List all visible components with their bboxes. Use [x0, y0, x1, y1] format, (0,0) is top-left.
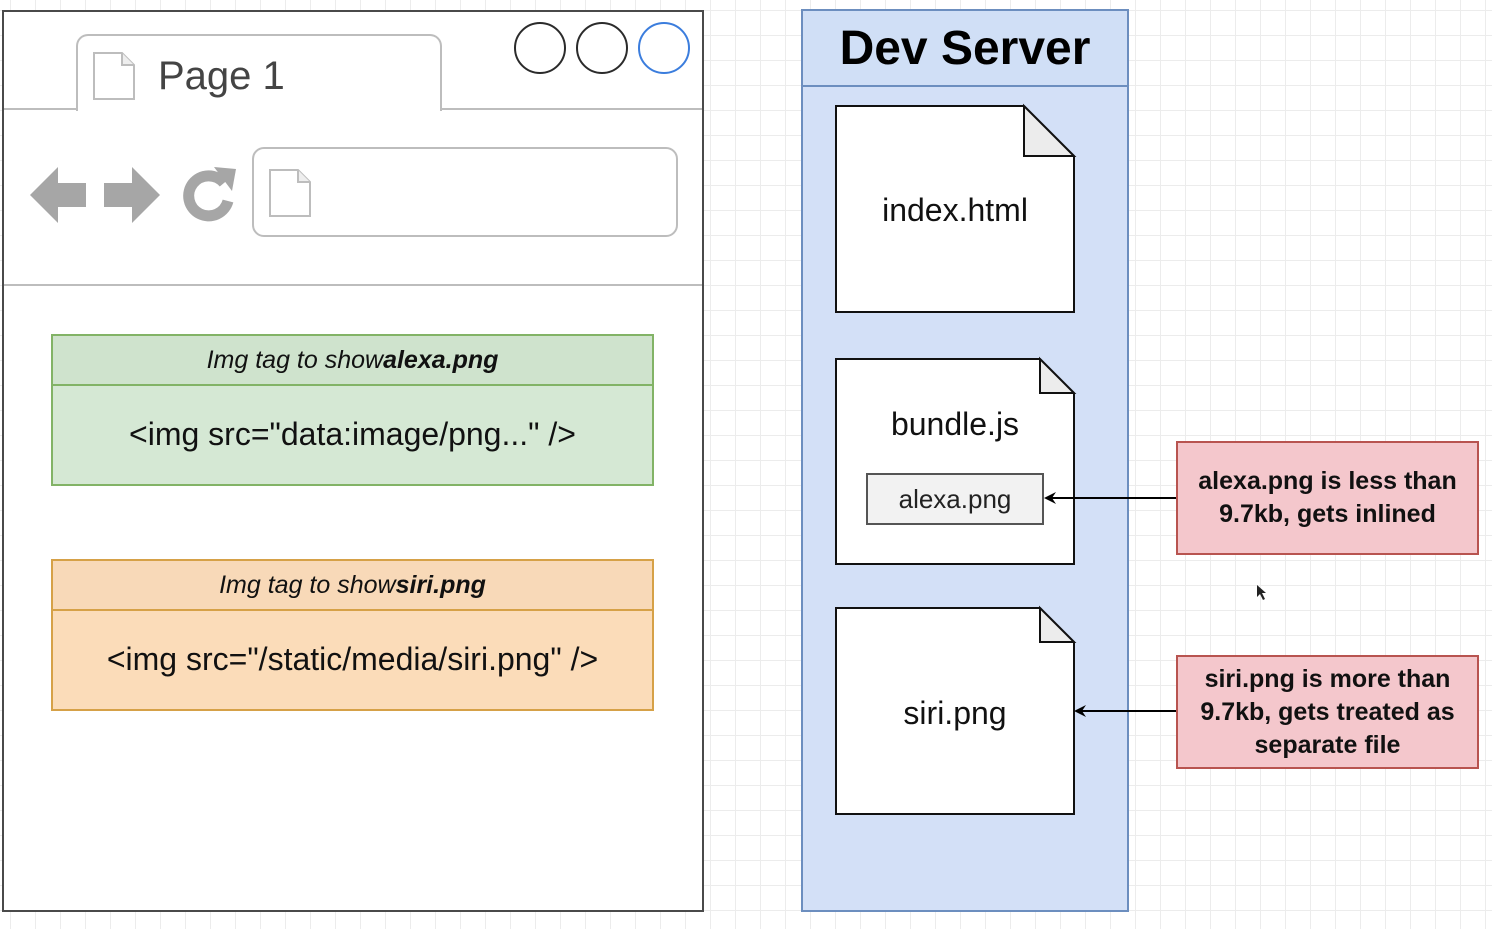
dev-server-title: Dev Server: [801, 9, 1129, 87]
browser-tab: [76, 34, 442, 111]
img-block-title-prefix: Img tag to show: [219, 570, 396, 599]
tab-baseline: [4, 108, 78, 110]
back-arrow-icon: [30, 167, 86, 223]
window-control-circle: [638, 22, 690, 74]
page-icon: [93, 52, 135, 100]
toolbar-divider: [4, 284, 702, 286]
file-label-bundle: bundle.js: [890, 406, 1020, 442]
tab-label: Page 1: [158, 54, 285, 98]
file-label-index: index.html: [882, 192, 1028, 228]
img-block-title-prefix: Img tag to show: [206, 345, 384, 374]
img-block-alexa: Img tag to show alexa.png <img src="data…: [51, 334, 654, 486]
note-siri: siri.png is more than 9.7kb, gets treate…: [1176, 655, 1479, 769]
tab-baseline: [440, 108, 702, 110]
note-alexa: alexa.png is less than 9.7kb, gets inlin…: [1176, 441, 1479, 555]
reload-icon: [183, 167, 236, 222]
page-icon: [269, 169, 311, 217]
file-index-html: [835, 103, 1077, 313]
img-block-title-file: alexa.png: [383, 345, 499, 374]
img-block-title: Img tag to show alexa.png: [53, 336, 652, 386]
img-block-title-file: siri.png: [395, 570, 486, 599]
img-block-code: <img src="/static/media/siri.png" />: [106, 640, 599, 677]
img-block-code: <img src="data:image/png..." />: [129, 415, 576, 452]
file-bundle-js: [835, 356, 1077, 565]
img-block-title: Img tag to show siri.png: [53, 561, 652, 611]
inlined-asset-alexa: alexa.png: [866, 473, 1044, 525]
window-control-circle: [576, 22, 628, 74]
img-block-siri: Img tag to show siri.png <img src="/stat…: [51, 559, 654, 711]
mouse-cursor-icon: [1257, 585, 1266, 600]
file-siri-png: [835, 605, 1077, 815]
window-control-circle: [514, 22, 566, 74]
forward-arrow-icon: [104, 167, 160, 223]
address-bar: [252, 147, 678, 237]
file-label-siri: siri.png: [903, 695, 1007, 731]
